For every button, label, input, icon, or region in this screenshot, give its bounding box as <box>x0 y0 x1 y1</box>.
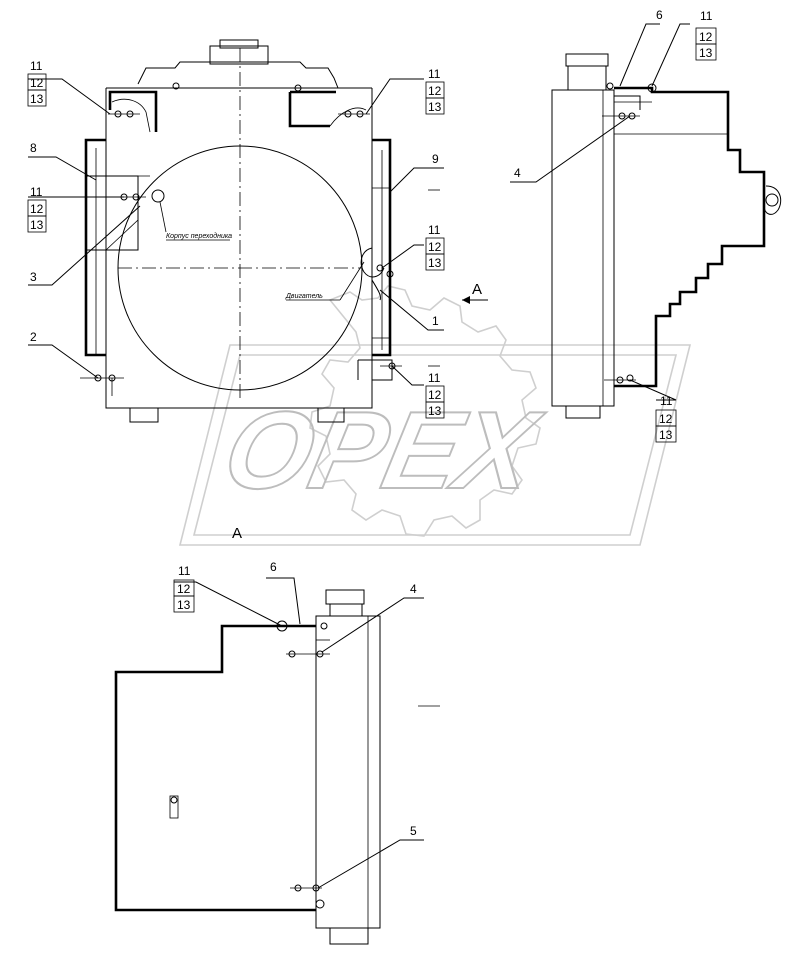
callout-stack: 11 12 13 <box>27 185 47 233</box>
callout-stack: 11 12 13 <box>695 9 717 61</box>
callout-stack: 11 12 13 <box>173 564 195 613</box>
side-view <box>428 53 782 419</box>
callout-2: 2 <box>30 330 37 344</box>
callout-13: 13 <box>30 218 44 232</box>
view-arrow-label: A <box>472 281 482 298</box>
callout-12: 12 <box>30 76 44 90</box>
callout-1: 1 <box>432 314 439 328</box>
bolt-icon <box>602 112 640 120</box>
callout-11: 11 <box>178 564 191 578</box>
view-arrow: A <box>462 281 488 304</box>
front-view: Корпус переходника Двигатель <box>80 39 402 423</box>
callout-6: 6 <box>656 8 663 22</box>
callout-13: 13 <box>428 100 442 114</box>
callout-3: 3 <box>30 270 37 284</box>
callout-11: 11 <box>428 223 441 237</box>
callout-6: 6 <box>270 560 277 574</box>
watermark-text: OPEX <box>214 388 552 512</box>
callout-13: 13 <box>177 598 191 612</box>
callout-12: 12 <box>428 240 442 254</box>
callout-12: 12 <box>428 388 442 402</box>
leader-lines <box>28 23 690 889</box>
callout-4: 4 <box>410 582 417 596</box>
bolt-icon <box>108 110 140 118</box>
callouts: 11 12 13 11 12 13 8 11 12 13 3 2 9 11 12 <box>27 8 717 838</box>
callout-13: 13 <box>428 404 442 418</box>
callout-stack: 11 12 13 <box>425 67 445 115</box>
callout-12: 12 <box>659 412 673 426</box>
callout-12: 12 <box>699 30 713 44</box>
callout-12: 12 <box>177 582 191 596</box>
bolt-icon <box>604 374 636 384</box>
callout-11: 11 <box>428 371 441 385</box>
callout-11: 11 <box>700 9 713 23</box>
bolt-icon <box>80 374 124 382</box>
bolt-icon <box>338 110 370 118</box>
callout-13: 13 <box>699 46 713 60</box>
callout-13: 13 <box>428 256 442 270</box>
callout-stack: 11 12 13 <box>425 371 445 419</box>
callout-12: 12 <box>30 202 44 216</box>
bolt-icon <box>169 795 179 819</box>
bolt-icon <box>290 884 322 892</box>
callout-stack: 11 12 13 <box>27 59 47 107</box>
callout-11: 11 <box>428 67 441 81</box>
callout-stack: 11 12 13 <box>655 394 677 443</box>
callout-11: 11 <box>30 59 43 73</box>
callout-8: 8 <box>30 141 37 155</box>
callout-13: 13 <box>659 428 673 442</box>
callout-5: 5 <box>410 824 417 838</box>
bolt-icon <box>376 264 394 278</box>
callout-11: 11 <box>660 394 673 408</box>
callout-11: 11 <box>30 185 43 199</box>
bolt-icon <box>286 650 330 658</box>
callout-9: 9 <box>432 152 439 166</box>
bolt-icon <box>380 362 402 370</box>
callout-13: 13 <box>30 92 44 106</box>
housing-note: Корпус переходника <box>166 232 232 240</box>
view-a <box>114 589 440 945</box>
callout-stack: 11 12 13 <box>425 223 445 271</box>
callout-4: 4 <box>514 166 521 180</box>
engine-note: Двигатель <box>285 293 323 300</box>
callout-12: 12 <box>428 84 442 98</box>
view-a-title: A <box>232 525 242 542</box>
